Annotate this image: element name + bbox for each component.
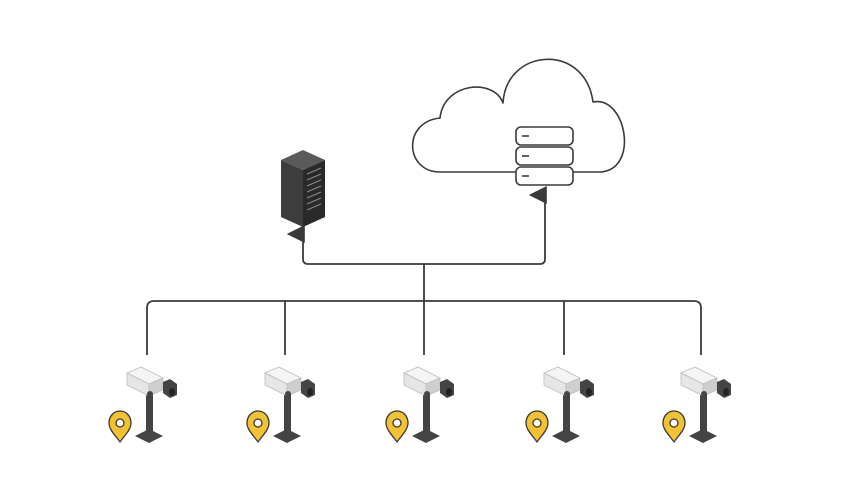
security-camera-icon	[680, 366, 731, 443]
camera-2	[246, 366, 315, 443]
arrow-to-server	[286, 225, 424, 265]
camera-5	[662, 366, 731, 443]
server-rack-icon	[281, 150, 325, 227]
location-pin-icon	[525, 410, 549, 443]
location-pin-icon	[246, 410, 270, 443]
location-pin-icon	[108, 410, 132, 443]
cloud-node	[411, 58, 626, 186]
camera-bus-line	[146, 300, 702, 355]
arrow-to-cloud	[424, 186, 547, 265]
connection-lines	[146, 186, 702, 355]
cloud-storage-stack-icon	[515, 126, 574, 186]
security-camera-icon	[543, 366, 594, 443]
security-camera-icon	[126, 366, 177, 443]
camera-1	[108, 366, 177, 443]
security-camera-icon	[264, 366, 315, 443]
server-node	[281, 150, 325, 227]
security-camera-icon	[403, 366, 454, 443]
camera-4	[525, 366, 594, 443]
location-pin-icon	[662, 410, 686, 443]
location-pin-icon	[385, 410, 409, 443]
camera-3	[385, 366, 454, 443]
camera-row	[108, 366, 731, 443]
